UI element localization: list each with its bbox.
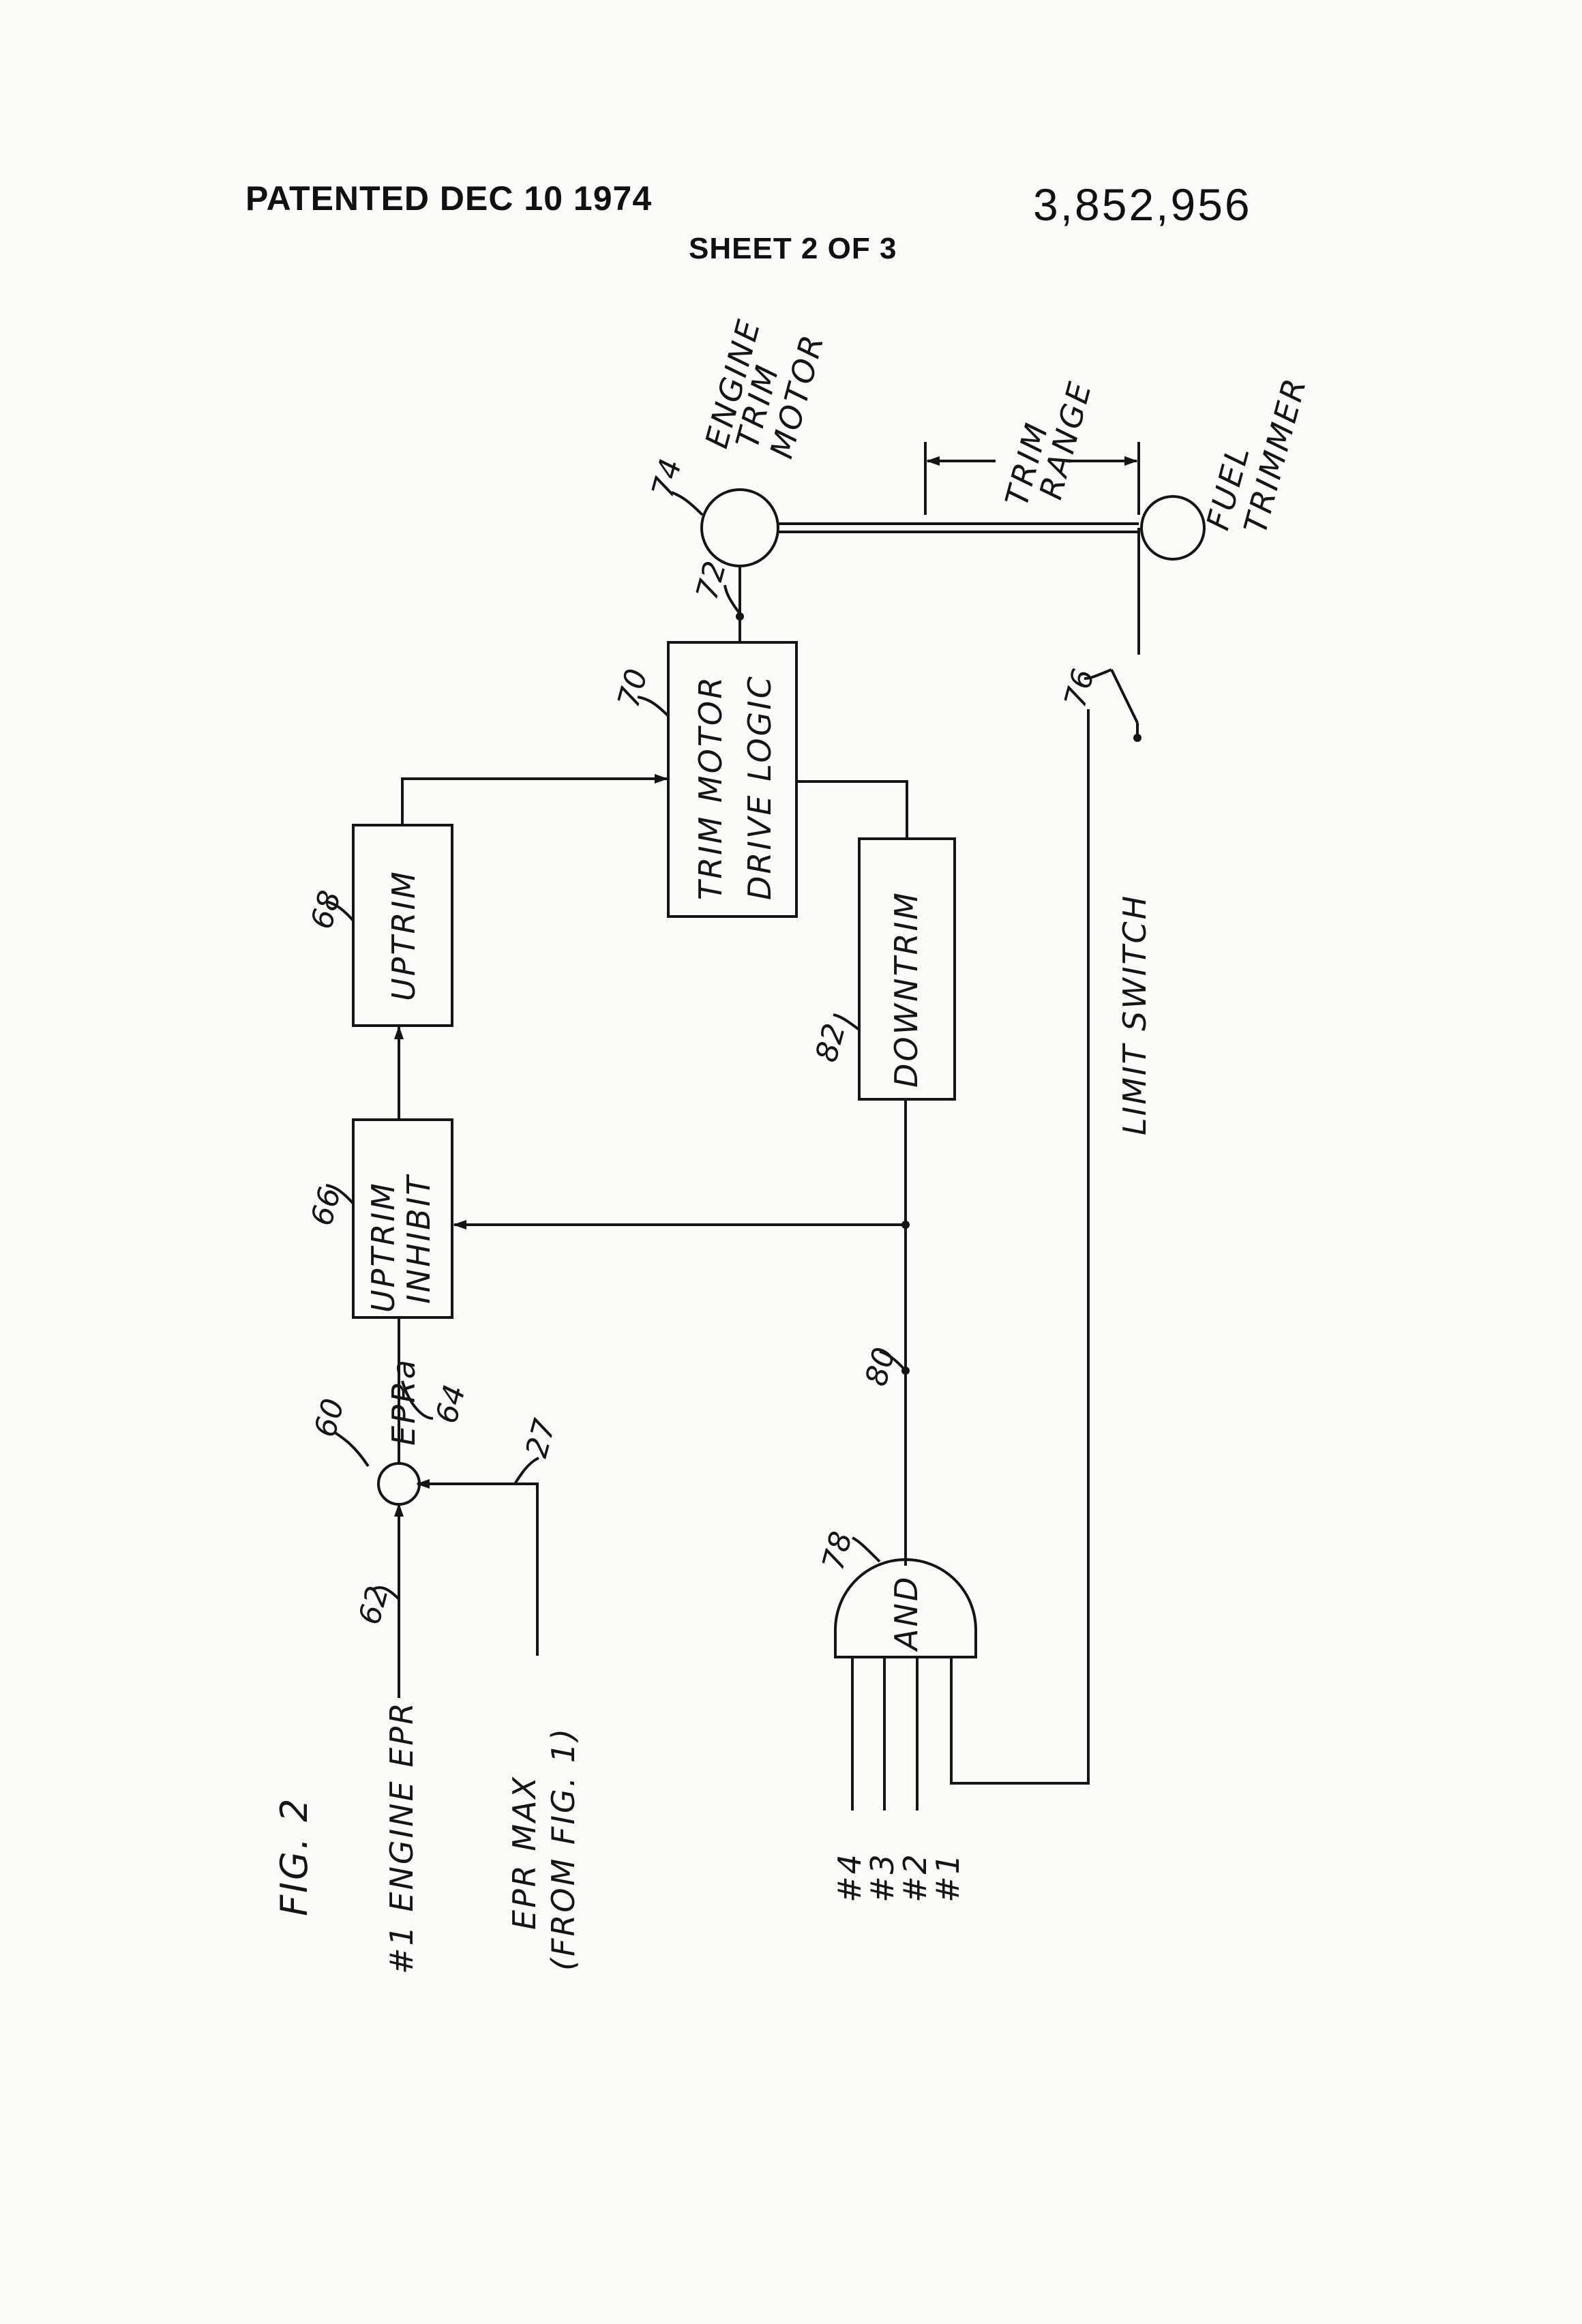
ref-64: 64 [429,1382,473,1427]
figure-label: FIG. 2 [273,1796,316,1916]
uptrim-label: UPTRIM [385,869,422,1001]
and-label: AND [888,1575,925,1652]
ref-68: 68 [304,887,348,933]
engine-trim-motor [702,490,778,566]
ref-66: 66 [304,1184,348,1230]
and-input-label-2: #2 [897,1852,934,1903]
epr-max-line [417,1484,537,1656]
ref-76: 76 [1058,666,1101,711]
engine-epr-label: #1 ENGINE EPR [383,1701,420,1974]
limit-switch-line [951,709,1088,1783]
logic-to-downtrim-line [796,781,907,839]
summing-junction [378,1463,419,1504]
uptrim-inhibit-label-1: UPTRIM [365,1181,402,1313]
downtrim-label: DOWNTRIM [888,891,925,1088]
trim-motor-label-2: DRIVE LOGIC [741,674,778,900]
epr-max-label-1: EPR MAX [506,1775,543,1930]
ref-70: 70 [611,666,655,711]
epra-label: EPRa [385,1358,422,1446]
and-input-label-4: #4 [831,1852,868,1903]
ref-82: 82 [809,1020,852,1066]
uptrim-inhibit-label-2: INHIBIT [400,1174,437,1304]
ref-27: 27 [519,1416,563,1461]
ref-80: 80 [859,1344,902,1390]
ref-74: 74 [645,456,689,501]
and-input-label-3: #3 [864,1852,901,1903]
trim-motor-label-1: TRIM MOTOR [692,675,729,900]
fuel-trimmer [1141,496,1204,559]
epr-max-label-2: (FROM FIG. 1) [545,1727,582,1971]
uptrim-to-logic-line [402,779,667,825]
limit-switch-blade [1111,670,1137,723]
ref-78: 78 [816,1528,859,1574]
and-input-label-1: #1 [929,1852,966,1903]
limit-switch-label: LIMIT SWITCH [1116,894,1153,1135]
ref-60: 60 [308,1395,351,1441]
